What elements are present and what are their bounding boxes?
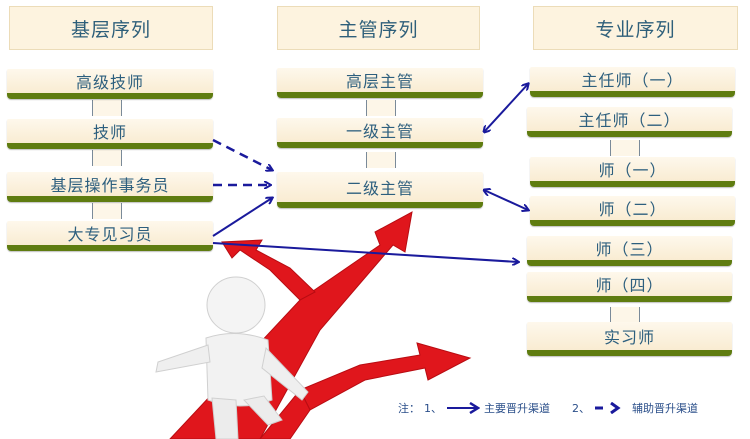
legend-item1-label: 主要晋升渠道 (484, 402, 550, 415)
white-figure-icon (155, 276, 309, 439)
aux-arrow-technician-to-level2 (212, 138, 272, 170)
legend-prefix: 注： (398, 402, 420, 415)
role-box-engineer-2: 师（二） (530, 196, 735, 226)
role-box-engineer-3: 师（三） (527, 236, 732, 266)
step-connector (366, 152, 396, 168)
column-header-professional: 专业序列 (533, 6, 738, 50)
column-header-management: 主管序列 (277, 6, 480, 50)
role-box-senior-manager: 高层主管 (277, 68, 483, 98)
main-arrow-level1-chief1 (484, 84, 528, 132)
legend: 注： 1、 主要晋升渠道 2、 辅助晋升渠道 (398, 400, 698, 416)
legend-item2-number: 2、 (572, 402, 590, 415)
main-arrow-trainee-to-engineer3 (212, 242, 518, 262)
step-connector (92, 150, 122, 166)
legend-item2-label: 辅助晋升渠道 (632, 402, 698, 415)
role-box-intern-engineer: 实习师 (527, 322, 732, 356)
legend-item1-number: 1、 (424, 402, 442, 415)
solid-arrow-icon (447, 402, 480, 414)
role-box-chief-engineer-1: 主任师（一） (530, 67, 735, 97)
main-arrow-level2-engineer2 (484, 190, 528, 210)
step-connector (92, 100, 122, 116)
column-header-basic: 基层序列 (9, 6, 213, 50)
role-box-senior-technician: 高级技师 (7, 69, 213, 99)
step-connector (610, 307, 640, 323)
step-connector (366, 100, 396, 116)
step-connector (92, 203, 122, 219)
dashed-arrow-icon (595, 402, 621, 414)
role-box-college-trainee: 大专见习员 (7, 221, 213, 251)
main-arrow-trainee-to-level2 (212, 198, 272, 237)
role-box-chief-engineer-2: 主任师（二） (527, 107, 732, 137)
role-box-level2-manager: 二级主管 (277, 172, 483, 208)
role-box-technician: 技师 (7, 119, 213, 149)
role-box-engineer-1: 师（一） (530, 157, 735, 187)
role-box-level1-manager: 一级主管 (277, 118, 483, 148)
step-connector (610, 140, 640, 156)
role-box-operator-clerk: 基层操作事务员 (7, 172, 213, 202)
role-box-engineer-4: 师（四） (527, 272, 732, 302)
